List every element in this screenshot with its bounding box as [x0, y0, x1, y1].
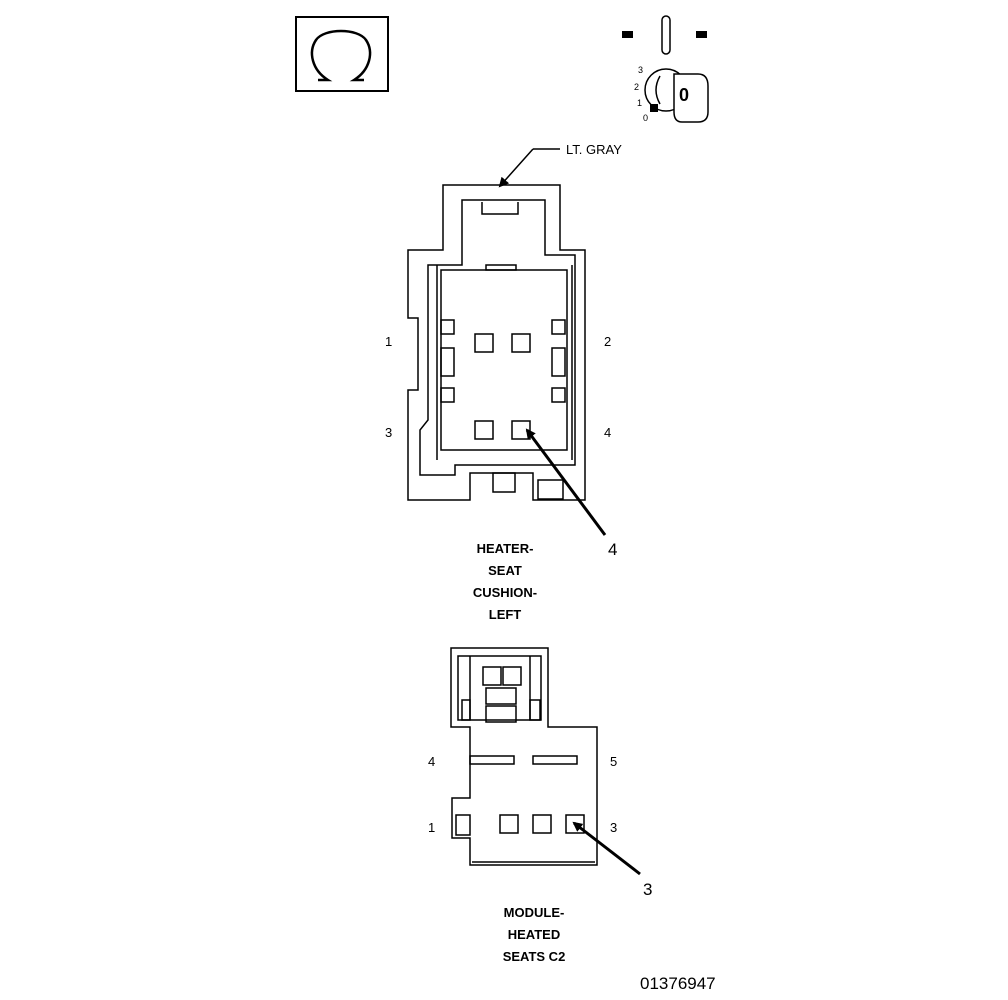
ignition-position-3: 3 — [638, 65, 644, 75]
connector1-title-line-3: CUSHION- — [472, 585, 538, 600]
connector1-title-line-2: SEAT — [488, 563, 522, 578]
ohm-symbol-icon — [295, 16, 389, 92]
connector1-pin-2: 2 — [604, 334, 612, 349]
connector2-title-line-3: SEATS C2 — [502, 949, 566, 964]
connector2-title-line-1: MODULE- — [503, 905, 565, 920]
connector2-pin-5: 5 — [610, 754, 618, 769]
wire-leader — [498, 148, 560, 188]
connector1-pin-3: 3 — [385, 425, 393, 440]
ignition-key-label: 0 — [679, 85, 690, 105]
connector1-title: HEATER- SEAT CUSHION- LEFT — [440, 538, 570, 626]
connector2-pin-3: 3 — [610, 820, 618, 835]
callout-arrow-connector1 — [525, 428, 607, 536]
connector-module-heated-seats-c2 — [450, 647, 598, 866]
ignition-key-icon — [622, 15, 709, 123]
connector2-title: MODULE- HEATED SEATS C2 — [468, 902, 600, 968]
wire-color-label: LT. GRAY — [566, 142, 622, 157]
connector1-pin-1: 1 — [385, 334, 393, 349]
callout-arrow-connector2 — [572, 821, 641, 876]
connector-heater-seat-cushion-left — [407, 184, 586, 501]
ignition-position-1: 1 — [637, 98, 643, 108]
figure-number: 01376947 — [640, 974, 716, 993]
ignition-position-2: 2 — [634, 82, 640, 92]
connector2-callout-number: 3 — [643, 880, 653, 899]
connector1-title-line-1: HEATER- — [476, 541, 534, 556]
connector2-title-line-2: HEATED — [507, 927, 561, 942]
connector1-pin-4: 4 — [604, 425, 612, 440]
connector2-pin-4: 4 — [428, 754, 436, 769]
connector1-callout-number: 4 — [608, 540, 618, 559]
ignition-position-0: 0 — [643, 113, 649, 123]
connector1-title-line-4: LEFT — [488, 607, 522, 622]
connector2-pin-1: 1 — [428, 820, 436, 835]
